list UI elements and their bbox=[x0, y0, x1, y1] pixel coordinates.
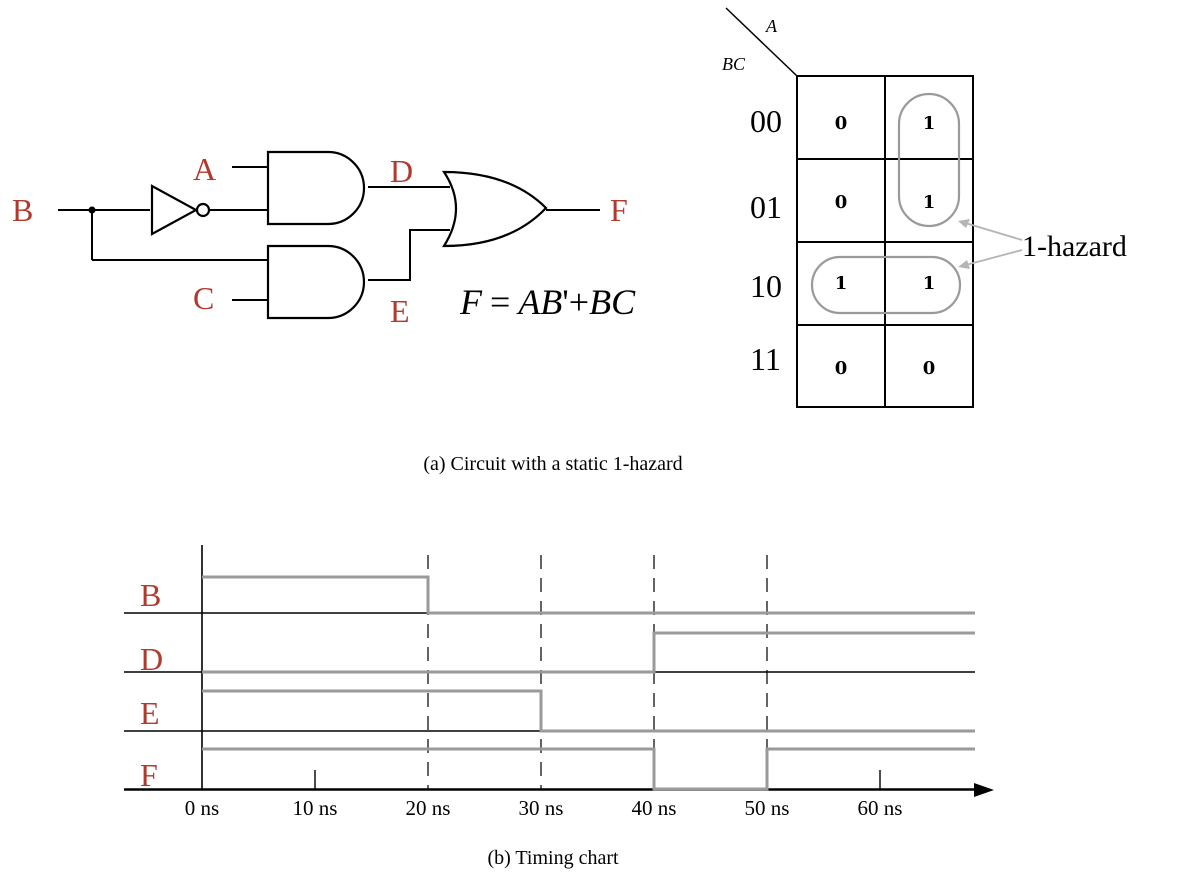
kmap-cell-00-1: 1 bbox=[923, 113, 936, 134]
caption-b: (b) Timing chart bbox=[487, 847, 619, 869]
hazard-arrowhead-1 bbox=[958, 219, 970, 228]
label-e: E bbox=[390, 293, 410, 329]
logic-circuit: B A C D E F F=AB'+BC bbox=[12, 150, 636, 329]
or-gate bbox=[441, 170, 548, 248]
boolean-equation: F=AB'+BC bbox=[459, 282, 636, 322]
timing-axis-arrowhead bbox=[974, 783, 994, 797]
signal-label-b: B bbox=[140, 577, 161, 613]
kmap-cell-11-1: 0 bbox=[923, 358, 936, 379]
signal-label-f: F bbox=[140, 757, 158, 793]
label-c: C bbox=[193, 280, 214, 316]
karnaugh-map: A BC 00 01 10 11 0 1 0 1 1 1 0 0 1-hazar… bbox=[722, 7, 1127, 408]
kmap-group-horizontal bbox=[810, 255, 962, 315]
caption-a: (a) Circuit with a static 1-hazard bbox=[423, 453, 682, 475]
kmap-cell-00-0: 0 bbox=[835, 113, 848, 134]
kmap-cell-01-0: 0 bbox=[835, 192, 848, 213]
time-tick-label-40: 40 ns bbox=[632, 796, 677, 820]
time-tick-label-30: 30 ns bbox=[519, 796, 564, 820]
kmap-cell-10-1: 1 bbox=[923, 273, 936, 294]
kmap-col-variable: A bbox=[765, 16, 778, 36]
time-tick-label-50: 50 ns bbox=[745, 796, 790, 820]
waveform-d bbox=[202, 631, 975, 674]
kmap-row-variable: BC bbox=[722, 54, 746, 74]
signal-label-d: D bbox=[140, 641, 163, 677]
kmap-row-label-01: 01 bbox=[750, 189, 782, 225]
time-tick-label-20: 20 ns bbox=[406, 796, 451, 820]
kmap-corner-diagonal bbox=[725, 7, 798, 77]
kmap-row-label-00: 00 bbox=[750, 103, 782, 139]
kmap-row-label-10: 10 bbox=[750, 268, 782, 304]
time-tick-label-10: 10 ns bbox=[293, 796, 338, 820]
time-tick-label-0: 0 ns bbox=[185, 796, 219, 820]
not-bubble bbox=[195, 202, 211, 218]
kmap-group-vertical bbox=[897, 92, 961, 228]
waveform-f bbox=[202, 747, 975, 791]
signal-label-e: E bbox=[140, 695, 160, 731]
hazard-arrowhead-2 bbox=[958, 260, 970, 269]
hazard-label: 1-hazard bbox=[1022, 230, 1127, 263]
label-a: A bbox=[193, 151, 216, 187]
time-tick-label-60: 60 ns bbox=[858, 796, 903, 820]
and-gate-2 bbox=[266, 244, 366, 320]
hazard-arrow-2 bbox=[961, 249, 1023, 267]
wire-e bbox=[368, 229, 450, 281]
hazard-arrow-1 bbox=[961, 221, 1023, 241]
kmap-cell-10-0: 1 bbox=[835, 273, 848, 294]
kmap-cell-11-0: 0 bbox=[835, 358, 848, 379]
label-d: D bbox=[390, 153, 413, 189]
and-gate-1 bbox=[266, 150, 366, 226]
waveform-b bbox=[202, 575, 975, 615]
label-f: F bbox=[610, 192, 628, 228]
not-gate bbox=[150, 184, 199, 236]
kmap-row-label-11: 11 bbox=[750, 341, 781, 377]
waveform-e bbox=[202, 689, 975, 733]
label-b: B bbox=[12, 192, 33, 228]
kmap-cell-01-1: 1 bbox=[923, 192, 936, 213]
